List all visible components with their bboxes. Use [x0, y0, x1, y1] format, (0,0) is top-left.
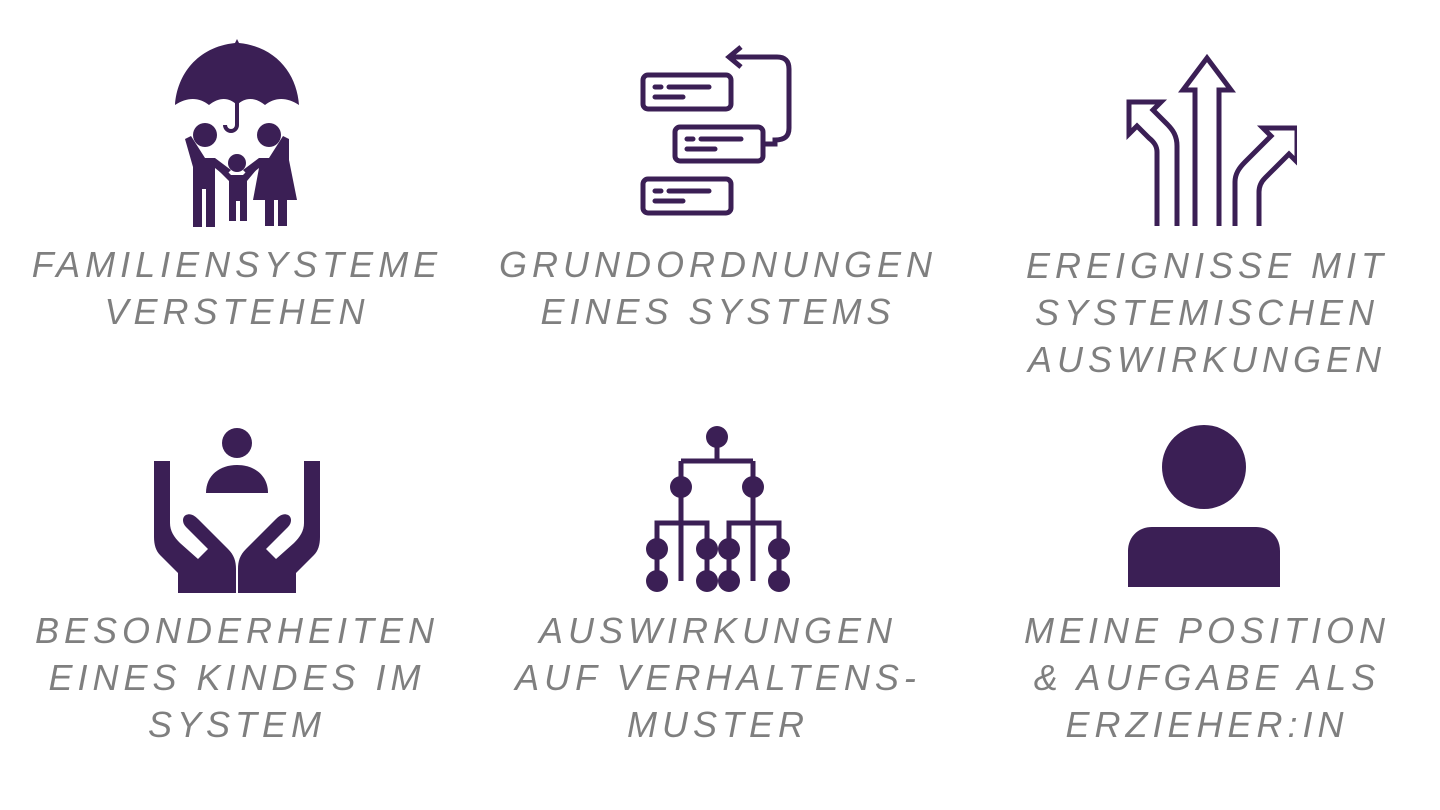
- label-line: Auswirkungen: [1027, 339, 1387, 380]
- diverging-arrows-icon: [1126, 53, 1297, 226]
- tile-auswirkungen: Auswirkungen auf Verhaltens- muster: [498, 425, 938, 748]
- label-line: Ereignisse mit: [1025, 245, 1389, 286]
- family-umbrella-icon: [175, 39, 299, 227]
- label-line: Auswirkungen: [538, 610, 898, 651]
- label-line: eines Kindes im: [48, 657, 426, 698]
- tile-label: Meine Position & Aufgabe als Erzieher:in: [987, 607, 1427, 748]
- tile-familiensysteme: Familiensysteme verstehen: [17, 35, 457, 335]
- tile-label: Familiensysteme verstehen: [17, 241, 457, 335]
- hands-holding-person-icon: [154, 428, 320, 593]
- label-line: eines Systems: [540, 291, 896, 332]
- tile-label: Besonderheiten eines Kindes im System: [17, 607, 457, 748]
- hierarchy-tree-icon: [646, 426, 790, 592]
- label-line: verstehen: [104, 291, 370, 332]
- label-line: muster: [627, 704, 809, 745]
- tile-besonderheiten: Besonderheiten eines Kindes im System: [17, 425, 457, 748]
- tile-grundordnungen: Grundordnungen eines Systems: [498, 35, 938, 335]
- label-line: auf Verhaltens-: [515, 657, 921, 698]
- flowchart-loop-icon: [640, 45, 792, 216]
- tile-ereignisse: Ereignisse mit systemischen Auswirkungen: [987, 50, 1427, 383]
- label-line: Meine Position: [1023, 610, 1391, 651]
- tile-meine-position: Meine Position & Aufgabe als Erzieher:in: [987, 425, 1427, 748]
- tile-label: Grundordnungen eines Systems: [498, 241, 938, 335]
- tile-label: Ereignisse mit systemischen Auswirkungen: [987, 242, 1427, 383]
- label-line: systemischen: [1034, 292, 1380, 333]
- tile-label: Auswirkungen auf Verhaltens- muster: [498, 607, 938, 748]
- label-line: Erzieher:in: [1065, 704, 1349, 745]
- label-line: Familiensysteme: [31, 244, 443, 285]
- label-line: Grundordnungen: [499, 244, 937, 285]
- person-icon: [1128, 425, 1280, 587]
- label-line: System: [147, 704, 327, 745]
- label-line: Besonderheiten: [34, 610, 440, 651]
- label-line: & Aufgabe als: [1033, 657, 1381, 698]
